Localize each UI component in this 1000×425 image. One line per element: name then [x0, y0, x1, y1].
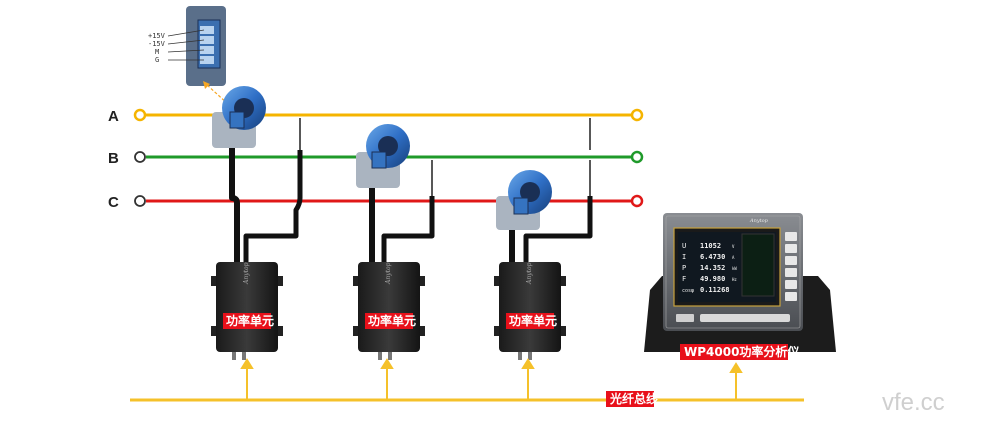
pin-label: G — [155, 56, 159, 64]
reading-value: 6.4730 — [700, 253, 725, 261]
reading-unit: A — [732, 255, 735, 260]
power-unit-label: 功率单元 — [509, 313, 557, 328]
reading-value: 11052 — [700, 242, 721, 250]
power-unit-3: Anytop 功率单元 — [494, 262, 566, 360]
analyzer-label: WP4000功率分析仪 — [684, 344, 800, 359]
reading-name: P — [682, 264, 686, 272]
current-sensor-3 — [496, 170, 552, 230]
phase-line-a: A — [108, 108, 644, 125]
unit-1-wiring — [229, 135, 303, 262]
power-unit-label: 功率单元 — [368, 313, 416, 328]
analyzer-brand: Anytop — [749, 218, 769, 224]
unit-brand: Anytop — [243, 262, 250, 285]
connector-closeup: +15V -15V M G — [148, 6, 229, 105]
phase-label-c: C — [108, 194, 119, 211]
fiber-bus: 光纤总线 — [130, 358, 804, 407]
phase-label-a: A — [108, 108, 119, 125]
reading-unit: V — [732, 244, 735, 249]
power-unit-2: Anytop 功率单元 — [353, 262, 425, 360]
reading-value: 49.980 — [700, 275, 725, 283]
power-analyzer: Anytop U 11052 V I 6.4730 A P 14.352 kW F 49.980 Hz… — [644, 213, 836, 360]
unit-2-wiring — [369, 180, 435, 262]
reading-unit: Hz — [732, 277, 737, 282]
current-sensor-2 — [356, 124, 410, 188]
side-buttons — [785, 232, 797, 301]
reading-value: 14.352 — [700, 264, 725, 272]
current-sensor-1 — [212, 86, 266, 148]
fiber-bus-label: 光纤总线 — [609, 391, 658, 406]
power-unit-1: Anytop 功率单元 — [211, 262, 283, 360]
phase-line-c: C — [108, 194, 644, 211]
reading-unit: kW — [732, 266, 737, 271]
screen-readouts: U 11052 V I 6.4730 A P 14.352 kW F 49.980 Hz cosφ 0.1… — [682, 242, 737, 294]
reading-name: F — [682, 275, 686, 283]
voltage-taps — [299, 118, 591, 196]
unit-brand: Anytop — [385, 262, 392, 285]
reading-name: I — [682, 253, 686, 261]
pin-label: +15V — [148, 32, 166, 40]
power-unit-label: 功率单元 — [226, 313, 274, 328]
watermark: vfe.cc — [882, 389, 945, 416]
phase-label-b: B — [108, 150, 119, 167]
reading-value: 0.11268 — [700, 286, 730, 294]
pin-label: M — [155, 48, 159, 56]
reading-name: cosφ — [682, 288, 694, 294]
pin-label: -15V — [148, 40, 166, 48]
reading-name: U — [682, 242, 686, 250]
unit-brand: Anytop — [526, 262, 533, 285]
